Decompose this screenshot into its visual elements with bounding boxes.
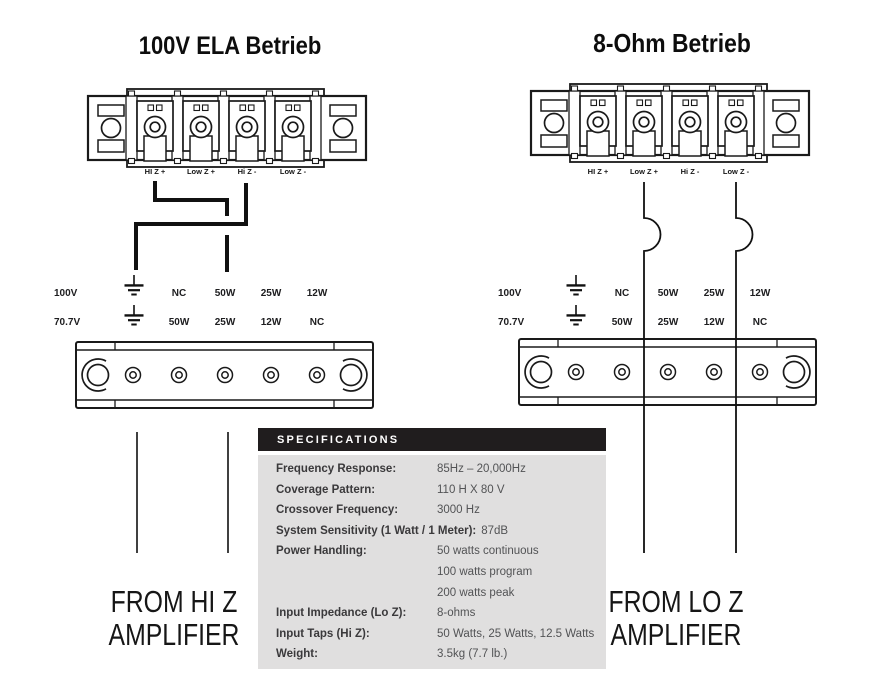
specifications-table: SPECIFICATIONS Frequency Response: 85Hz … [258, 428, 606, 669]
left-wiring [134, 181, 248, 272]
spec-row: Power Handling: 50 watts continuous [258, 541, 606, 562]
tap-label: NC [309, 317, 325, 328]
tap-label: NC [171, 288, 187, 299]
tap-label: 12W [703, 317, 725, 328]
ground-symbol-icon [565, 273, 587, 296]
terminal-label-hiz-minus: Hi Z - [237, 167, 257, 176]
spec-value: 85Hz – 20,000Hz [437, 463, 526, 475]
voltage-label-70v: 70.7V [54, 317, 81, 328]
tap-label: 25W [657, 317, 679, 328]
wire-hiz-minus-to-ground [134, 183, 248, 270]
tap-label: 50W [657, 288, 679, 299]
terminal-label-hiz-minus: Hi Z - [680, 167, 700, 176]
ground-symbol-icon [123, 273, 145, 296]
terminal-block-right [529, 82, 811, 164]
tap-label: 25W [260, 288, 282, 299]
left-source-line1: FROM HI Z [110, 584, 238, 619]
wire-lowz-minus [735, 182, 754, 553]
wire-lowz-plus [643, 182, 662, 553]
terminal-label-lowz-minus: Low Z - [279, 167, 307, 176]
tap-label: 12W [749, 288, 771, 299]
tap-label: 25W [214, 317, 236, 328]
terminal-label-hiz-plus: HI Z + [587, 167, 609, 176]
spec-label: System Sensitivity (1 Watt / 1 Meter): [276, 524, 477, 537]
specifications-body: Frequency Response: 85Hz – 20,000Hz Cove… [258, 455, 606, 669]
spec-value: 3.5kg (7.7 lb.) [437, 648, 508, 661]
voltage-label-70v: 70.7V [498, 317, 525, 328]
spec-row: Input Impedance (Lo Z): 8-ohms [258, 603, 606, 624]
tap-label: 12W [306, 288, 328, 299]
tap-label: NC [614, 288, 630, 299]
spec-value: 8-ohms [437, 607, 476, 620]
specifications-header: SPECIFICATIONS [258, 428, 606, 451]
spec-label: Power Handling: [276, 545, 367, 558]
right-diagram-title: 8-Ohm Betrieb [593, 28, 751, 58]
spec-row: Coverage Pattern: 110 H X 80 V [258, 480, 606, 501]
spec-label: Input Taps (Hi Z): [276, 627, 370, 640]
spec-value: 87dB [481, 524, 509, 537]
terminal-label-hiz-plus: HI Z + [144, 167, 166, 176]
spec-value: 100 watts program [437, 565, 533, 578]
spec-label: Input Impedance (Lo Z): [276, 607, 407, 620]
ground-symbol-icon [565, 303, 587, 326]
spec-row: System Sensitivity (1 Watt / 1 Meter): 8… [258, 521, 606, 542]
spec-label: Coverage Pattern: [276, 483, 376, 496]
spec-value: 50 watts continuous [437, 545, 539, 558]
spec-value: 3000 Hz [437, 504, 480, 517]
left-source-label: FROM HI Z AMPLIFIER [109, 585, 240, 651]
tap-label: 12W [260, 317, 282, 328]
spec-label [276, 562, 437, 583]
terminal-block-left [86, 87, 368, 169]
right-source-line2: AMPLIFIER [610, 617, 742, 652]
terminal-label-lowz-plus: Low Z + [629, 167, 659, 176]
spec-row: Crossover Frequency: 3000 Hz [258, 500, 606, 521]
tap-label: 50W [168, 317, 190, 328]
tap-strip-left [75, 341, 374, 409]
spec-row: Input Taps (Hi Z): 50 Watts, 25 Watts, 1… [258, 624, 606, 645]
spec-row: Frequency Response: 85Hz – 20,000Hz [258, 459, 606, 480]
right-source-line1: FROM LO Z [608, 584, 744, 619]
spec-label: Frequency Response: [276, 463, 397, 475]
left-source-line2: AMPLIFIER [108, 617, 240, 652]
tap-label: NC [752, 317, 768, 328]
voltage-label-100v: 100V [498, 288, 522, 299]
spec-value: 50 Watts, 25 Watts, 12.5 Watts [437, 627, 595, 640]
tap-label: 25W [703, 288, 725, 299]
left-amp-leads [136, 432, 229, 553]
terminal-label-lowz-minus: Low Z - [722, 167, 750, 176]
spec-label [276, 583, 437, 604]
terminal-label-lowz-plus: Low Z + [186, 167, 216, 176]
right-wiring [643, 182, 754, 553]
spec-row: Weight: 3.5kg (7.7 lb.) [258, 644, 606, 665]
spec-row: 100 watts program [258, 562, 606, 583]
spec-row: 200 watts peak [258, 583, 606, 604]
right-source-label: FROM LO Z AMPLIFIER [608, 585, 743, 651]
wire-hiz-plus-to-50w [153, 181, 229, 216]
ground-symbol-icon [123, 303, 145, 326]
spec-value: 200 watts peak [437, 586, 515, 599]
voltage-label-100v: 100V [54, 288, 78, 299]
tap-label: 50W [214, 288, 236, 299]
tap-strip-right [518, 338, 817, 406]
spec-label: Weight: [276, 648, 318, 661]
tap-label: 50W [611, 317, 633, 328]
left-diagram-title: 100V ELA Betrieb [138, 32, 322, 60]
spec-value: 110 H X 80 V [437, 483, 505, 496]
spec-label: Crossover Frequency: [276, 504, 399, 517]
